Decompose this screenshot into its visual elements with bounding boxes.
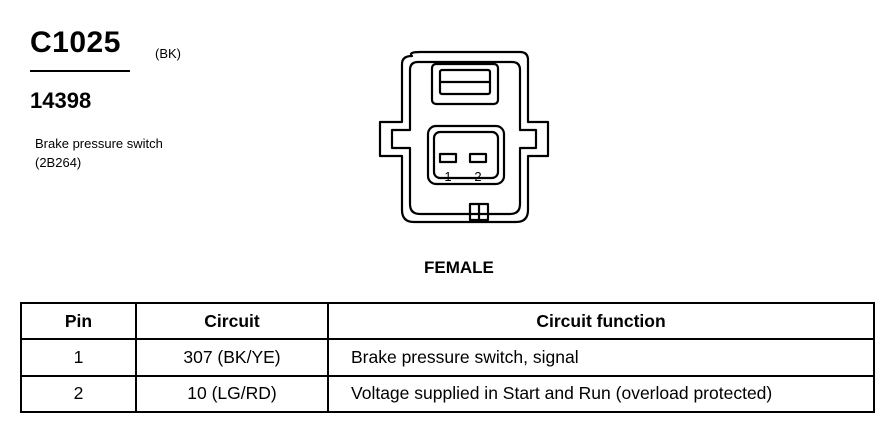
part-number: 14398 [30,88,92,113]
circuit-function-cell: Brake pressure switch, signal [327,338,875,377]
table-header-row: Pin Circuit Circuit function [20,301,875,341]
header-circuit: Circuit [135,301,329,341]
color-code: (BK) [155,46,181,61]
header-pin: Pin [20,301,137,341]
component-description: Brake pressure switch (2B264) [35,136,163,170]
terminal-cavity [426,124,506,186]
pin-table: Pin Circuit Circuit function 1 307 (BK/Y… [20,301,875,414]
title-underline [30,70,130,72]
table-row: 1 307 (BK/YE) Brake pressure switch, sig… [20,338,875,377]
pin-1-label: 1 [444,169,451,184]
pin-2-label: 2 [474,169,481,184]
pin-1-slot [438,152,458,164]
circuit-cell: 10 (LG/RD) [135,374,329,414]
header-circuit-function: Circuit function [327,301,875,341]
pin-cell: 1 [20,338,137,377]
gender-label: FEMALE [424,258,494,277]
circuit-cell: 307 (BK/YE) [135,338,329,377]
locking-tab [430,62,500,106]
terminal-cavity-inner [432,130,500,180]
table-row: 2 10 (LG/RD) Voltage supplied in Start a… [20,374,875,414]
connector-housing-inner [390,60,538,216]
pin-cell: 2 [20,374,137,414]
connector-id: C1025 [30,26,121,59]
connector-face-diagram: 1 2 [378,50,550,224]
circuit-function-cell: Voltage supplied in Start and Run (overl… [327,374,875,414]
pin-2-slot [468,152,488,164]
connector-housing-outer [378,50,550,224]
